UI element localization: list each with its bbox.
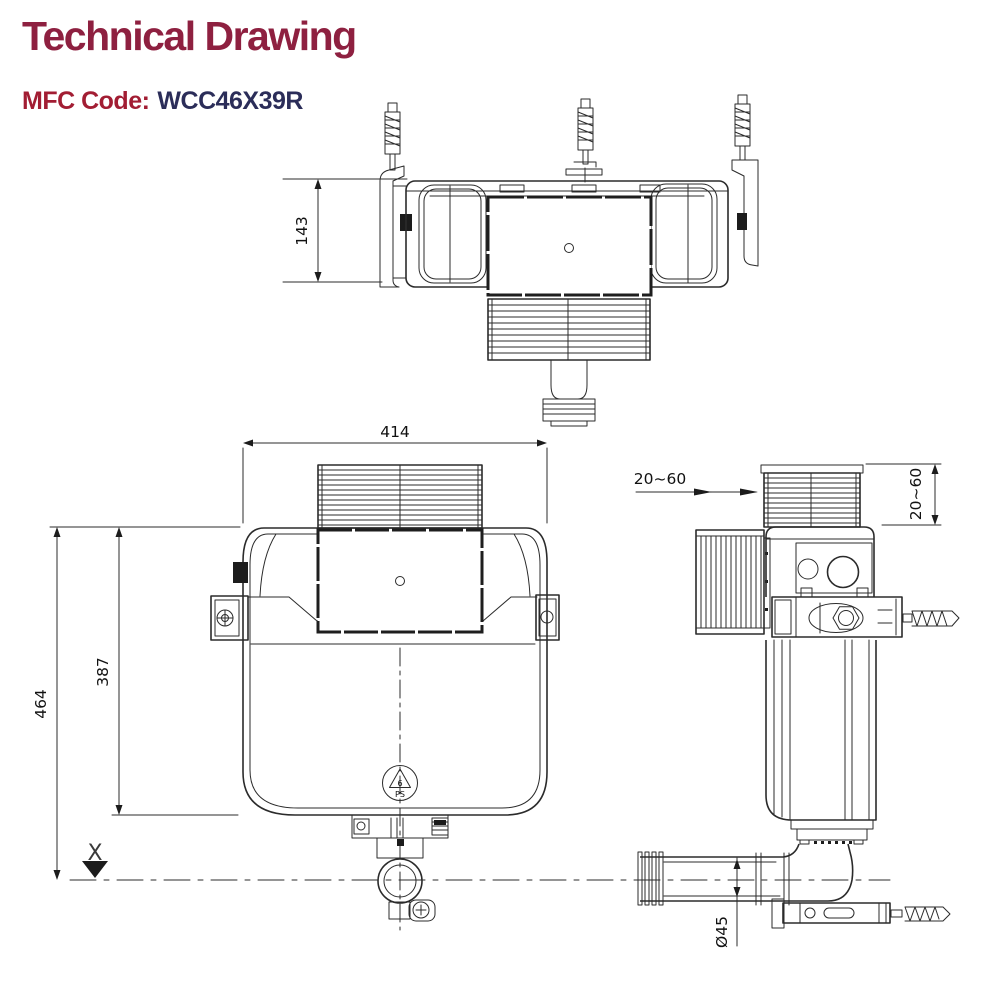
wall-plug-icon: [734, 94, 751, 161]
outlet-pipe-top: [542, 359, 596, 427]
flush-valve-assembly: [351, 814, 449, 859]
access-panel-top: [486, 195, 653, 297]
wall-plug-icon: [565, 98, 603, 183]
side-view: 20~60 20~60: [634, 463, 960, 948]
outlet-flange-side: [790, 819, 874, 845]
dimension-414: 414: [242, 423, 548, 524]
dim-label-143: 143: [293, 216, 311, 246]
right-wall-bracket-front: [535, 594, 560, 641]
mfc-code-value: WCC46X39R: [157, 87, 303, 116]
ribbed-frame-side: [695, 529, 771, 635]
recycle-icon: 6 PS: [382, 765, 418, 801]
dimension-pipe-diameter: Ø45: [713, 857, 741, 948]
left-wall-bracket-front: [210, 595, 249, 641]
wall-plug-icon: [384, 102, 401, 171]
cistern-lower-body-side: [765, 639, 877, 821]
ribbed-access-shaft-front: [317, 464, 483, 529]
dim-label-pipe: Ø45: [713, 916, 731, 948]
dimension-143: 143: [282, 178, 408, 283]
recycle-number-label: 6: [397, 779, 402, 788]
floor-level-icon: X: [82, 841, 108, 878]
right-mounting-bracket: [731, 159, 759, 267]
dim-label-2060-v: 20~60: [907, 468, 925, 520]
access-panel-front: [316, 528, 484, 634]
outlet-elbow-pipe: [637, 843, 854, 906]
floor-mark-label: X: [87, 841, 102, 866]
page-title: Technical Drawing: [22, 13, 357, 59]
top-view: 143: [282, 94, 759, 427]
wall-plug-icon: [902, 610, 960, 627]
dim-label-387: 387: [94, 657, 112, 687]
ribbed-access-shaft-side: [760, 464, 864, 528]
mfc-code-row: MFC Code:WCC46X39R: [22, 87, 356, 116]
dim-label-2060-h: 20~60: [634, 470, 686, 488]
wall-plug-icon: [890, 906, 951, 922]
side-inlet-fitting: [233, 562, 248, 583]
front-view: 414 464 387: [32, 423, 560, 931]
inlet-valve-bracket: [771, 596, 903, 638]
dimension-wall-depth-front: 20~60: [634, 470, 758, 496]
cistern-body-side: [765, 526, 875, 598]
dim-label-414: 414: [380, 423, 410, 441]
dimension-wall-depth-top: 20~60: [865, 463, 942, 526]
dimension-387: 387: [49, 526, 241, 816]
dimension-464: 464: [32, 527, 61, 880]
dim-label-464: 464: [32, 689, 50, 719]
ribbed-frame-top: [487, 298, 651, 361]
recycle-material-label: PS: [395, 790, 405, 799]
bottom-wall-bracket: [771, 898, 891, 929]
left-mounting-bracket: [379, 165, 405, 288]
page-header: Technical Drawing MFC Code:WCC46X39R: [22, 13, 357, 116]
outlet-pipe-front: [377, 858, 436, 922]
mfc-code-label: MFC Code:: [22, 87, 150, 116]
